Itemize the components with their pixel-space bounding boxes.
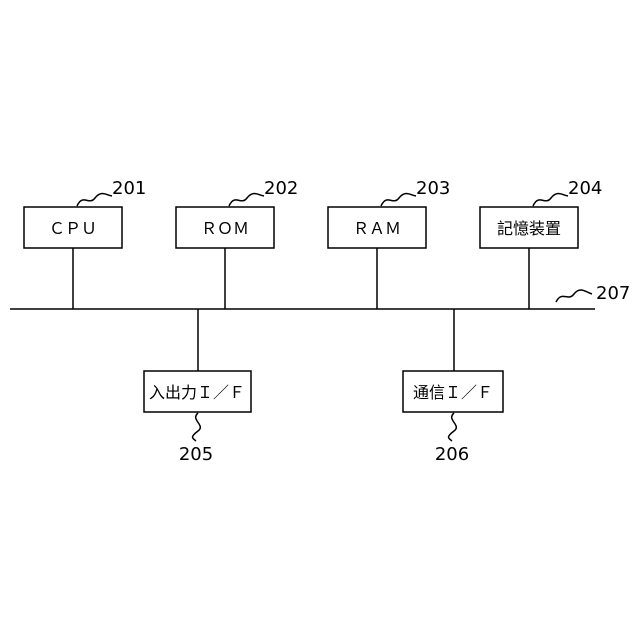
rom-block: ＲＯＭ 202 <box>176 178 298 309</box>
comm-interface-label: 通信Ｉ／Ｆ <box>413 383 493 402</box>
rom-ref-label: 202 <box>264 178 298 199</box>
bus-ref-label: 207 <box>596 283 630 304</box>
ram-block: ＲＡＭ 203 <box>328 178 450 309</box>
storage-ref-label: 204 <box>568 178 602 199</box>
cpu-label: ＣＰＵ <box>49 219 97 238</box>
io-interface-label: 入出力Ｉ／Ｆ <box>149 383 245 402</box>
cpu-ref-label: 201 <box>112 178 146 199</box>
storage-label: 記憶装置 <box>497 219 561 238</box>
bus-leader-squiggle <box>556 290 592 302</box>
comm-interface-leader-squiggle <box>449 413 457 441</box>
cpu-leader-squiggle <box>77 194 112 206</box>
storage-leader-squiggle <box>533 194 568 206</box>
ram-ref-label: 203 <box>416 178 450 199</box>
ram-label: ＲＡＭ <box>353 219 401 238</box>
cpu-block: ＣＰＵ 201 <box>24 178 146 309</box>
storage-block: 記憶装置 204 <box>480 178 602 309</box>
rom-leader-squiggle <box>229 194 264 206</box>
ram-leader-squiggle <box>381 194 416 206</box>
io-interface-leader-squiggle <box>193 413 201 441</box>
comm-interface-ref-label: 206 <box>435 444 469 465</box>
io-interface-block: 入出力Ｉ／Ｆ 205 <box>144 309 251 465</box>
comm-interface-block: 通信Ｉ／Ｆ 206 <box>403 309 503 465</box>
io-interface-ref-label: 205 <box>179 444 213 465</box>
rom-label: ＲＯＭ <box>201 219 249 238</box>
